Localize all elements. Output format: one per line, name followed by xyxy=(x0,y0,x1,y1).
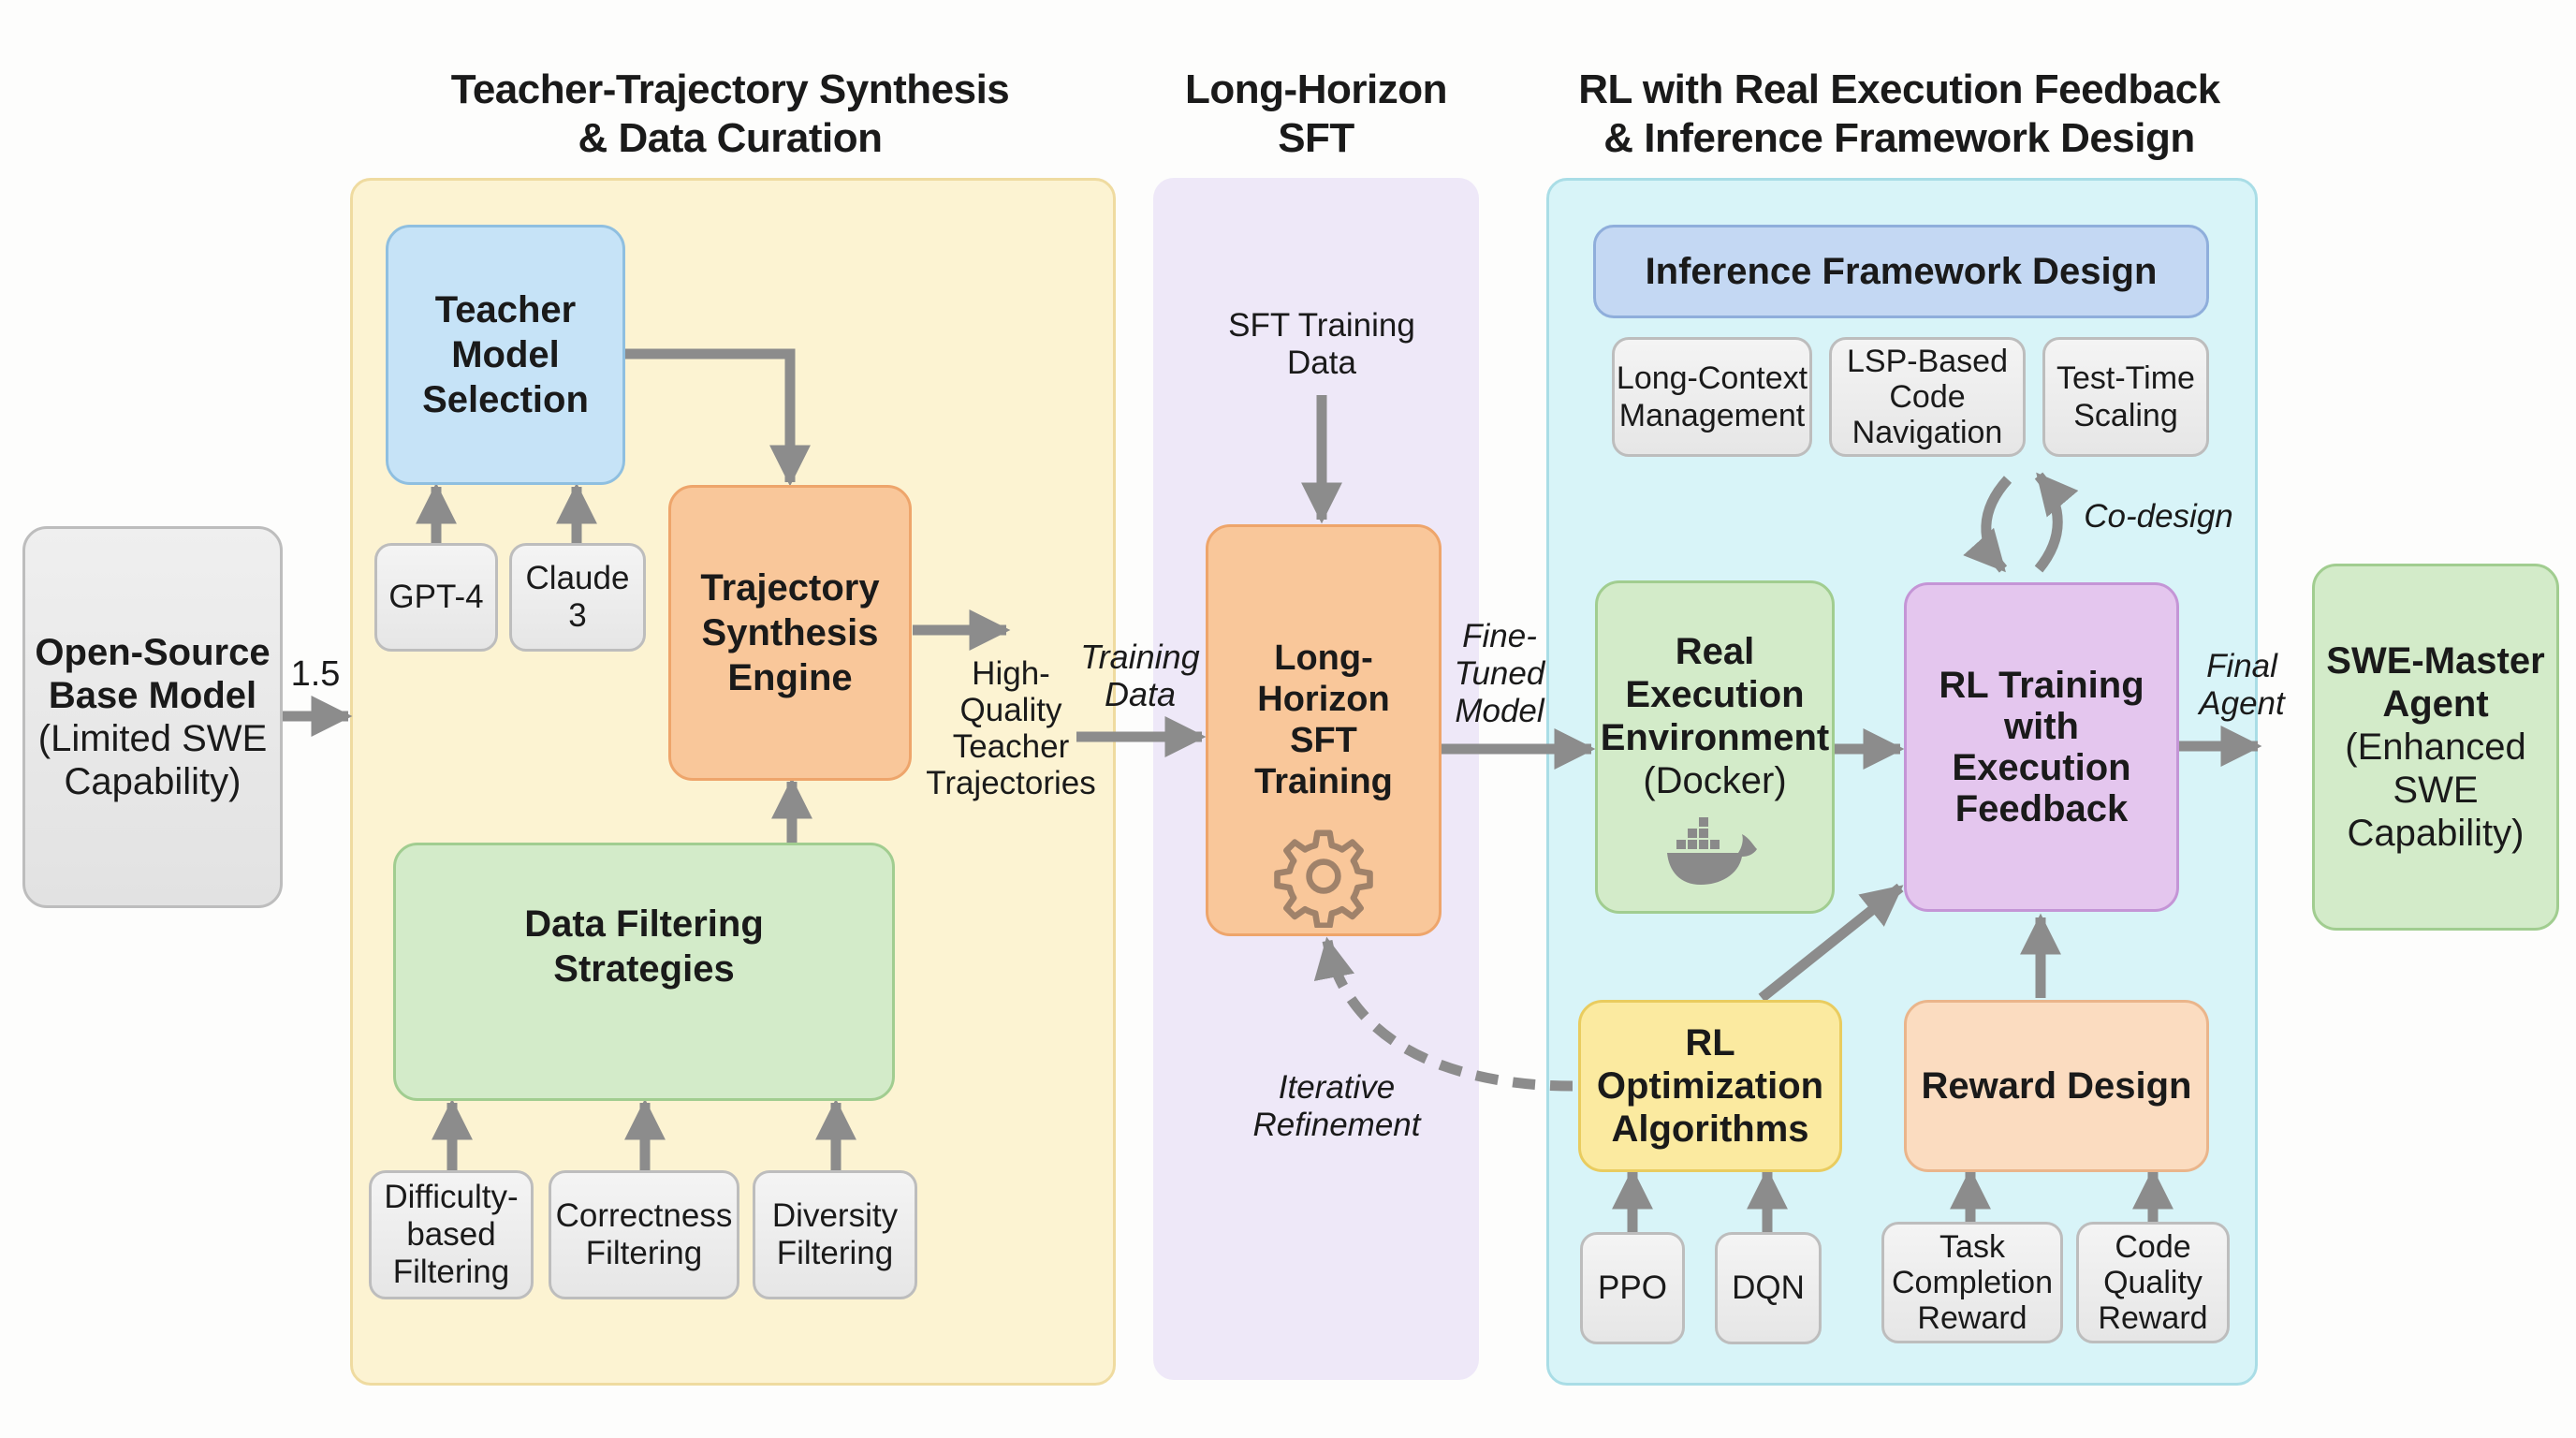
teacher-model-claude3[interactable]: Claude 3 xyxy=(509,543,646,652)
reward-design-box[interactable]: Reward Design xyxy=(1904,1000,2209,1172)
codesign-label: Co-design xyxy=(2084,498,2233,535)
sft-section-title: Long-Horizon SFT xyxy=(1153,66,1479,163)
rl-algo-dqn[interactable]: DQN xyxy=(1715,1232,1822,1344)
sft-title-line1: Long-Horizon xyxy=(1185,66,1447,112)
rl-section-title: RL with Real Execution Feedback & Infere… xyxy=(1546,66,2252,163)
teacher-title-line2: & Data Curation xyxy=(578,115,883,161)
docker-icon xyxy=(1667,817,1757,885)
rl-title-line2: & Inference Framework Design xyxy=(1603,115,2195,161)
gear-icon xyxy=(1274,829,1373,928)
base-arrow-label: 1.5 xyxy=(290,654,341,694)
teacher-title-line1: Teacher-Trajectory Synthesis xyxy=(450,66,1010,112)
teacher-model-gpt4[interactable]: GPT-4 xyxy=(374,543,498,652)
rl-title-line1: RL with Real Execution Feedback xyxy=(1578,66,2220,112)
teacher-section-title: Teacher-Trajectory Synthesis & Data Cura… xyxy=(350,66,1110,163)
sft-title-line2: SFT xyxy=(1278,115,1354,161)
inference-framework-box[interactable]: Inference Framework Design xyxy=(1593,225,2209,318)
rl-algo-ppo[interactable]: PPO xyxy=(1580,1232,1685,1344)
